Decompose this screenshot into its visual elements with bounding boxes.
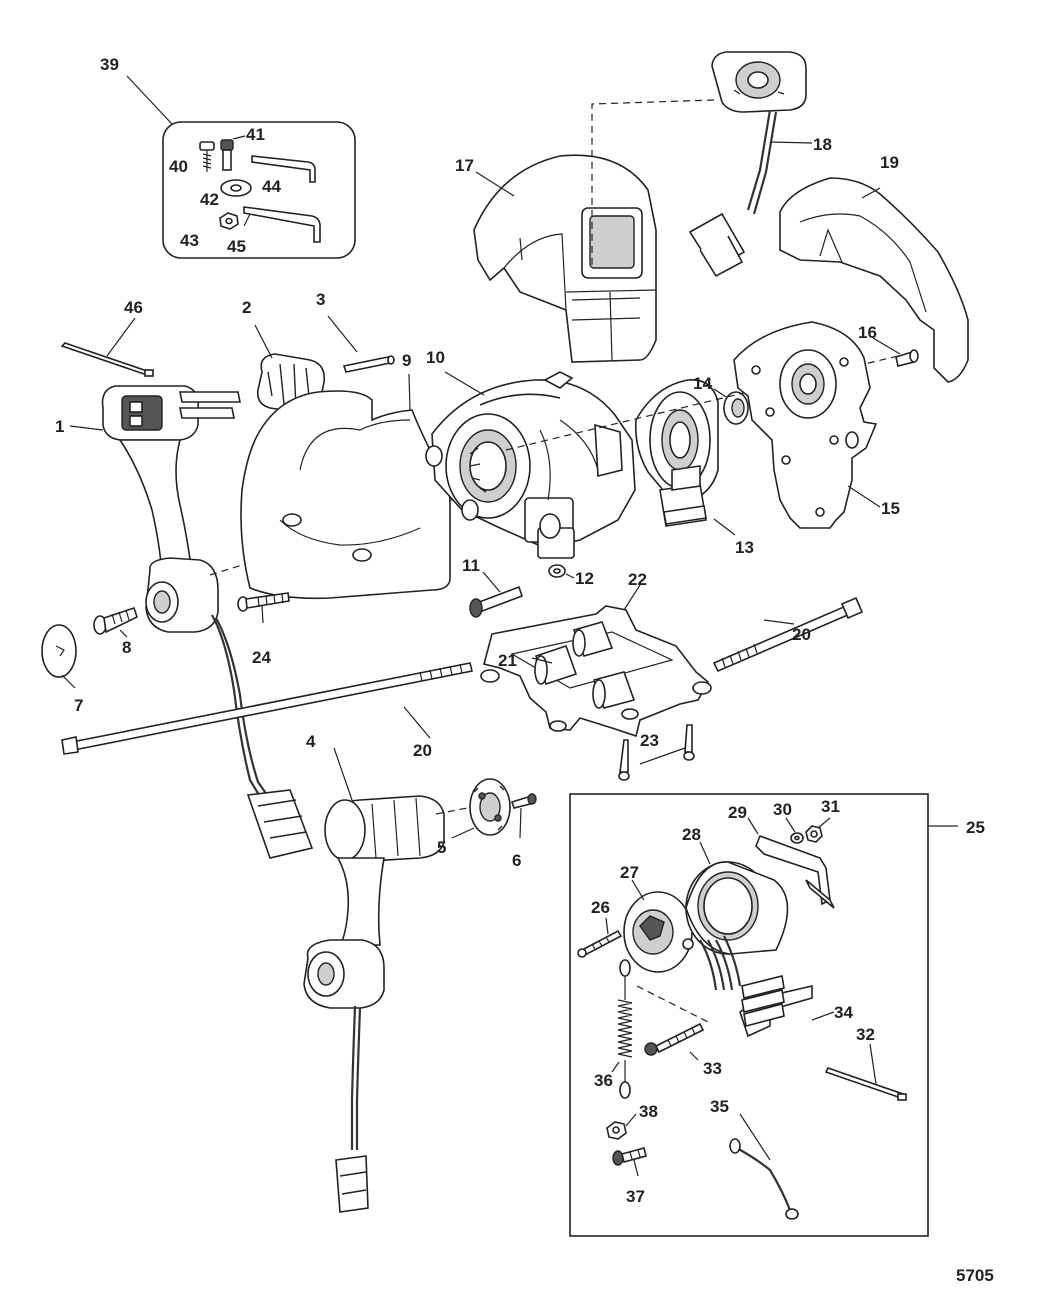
- part-20-long-bolt-left: [61, 662, 473, 755]
- part-18-keypad-harness: [688, 51, 813, 278]
- label-13: 13: [735, 538, 754, 557]
- part-15-mounting-plate: [733, 321, 881, 529]
- callout-labels: 39 40 41 44 42 43 45 46 2 3 1 9 10 17 18…: [55, 55, 994, 1285]
- label-37: 37: [626, 1187, 645, 1206]
- label-20-left: 20: [413, 741, 432, 760]
- part-16-screw: [872, 337, 919, 367]
- part-30-washer: [785, 817, 804, 844]
- label-4: 4: [306, 732, 316, 751]
- part-10-control-mechanism: [425, 371, 636, 559]
- label-16: 16: [858, 323, 877, 342]
- part-42-washer: [220, 179, 252, 197]
- label-39: 39: [100, 55, 119, 74]
- label-25: 25: [966, 818, 985, 837]
- part-13-sensor-housing: [634, 379, 736, 536]
- part-24-screw: [237, 592, 290, 624]
- label-1: 1: [55, 417, 64, 436]
- part-21-sleeve: [531, 621, 636, 709]
- part-38-nut: [606, 1113, 637, 1140]
- label-23: 23: [640, 731, 659, 750]
- label-24: 24: [252, 648, 271, 667]
- label-43: 43: [180, 231, 199, 250]
- label-34: 34: [834, 1003, 853, 1022]
- label-20-right: 20: [792, 625, 811, 644]
- hardware-kit-39: [126, 75, 356, 259]
- part-28-horn-housing: [685, 841, 789, 991]
- part-8-screw: [93, 606, 138, 638]
- part-44-hex-key: [251, 155, 316, 183]
- part-20-long-bolt-right: [712, 596, 864, 673]
- label-9: 9: [402, 351, 411, 370]
- part-19-side-cover: [779, 177, 969, 383]
- label-19: 19: [880, 153, 899, 172]
- part-23-screws: [618, 724, 695, 781]
- part-17-top-cover: [473, 154, 657, 363]
- label-30: 30: [773, 800, 792, 819]
- part-32-cable-tie: [824, 1043, 907, 1101]
- label-38: 38: [639, 1102, 658, 1121]
- part-45-hex-key: [243, 206, 321, 243]
- part-7-decal: [41, 624, 77, 689]
- part-5-detent-cam: [451, 778, 511, 839]
- label-31: 31: [821, 797, 840, 816]
- label-33: 33: [703, 1059, 722, 1078]
- label-28: 28: [682, 825, 701, 844]
- part-33-screw: [644, 1022, 705, 1061]
- label-14: 14: [693, 374, 712, 393]
- label-5: 5: [437, 838, 446, 857]
- label-8: 8: [122, 638, 131, 657]
- part-34-bracket: [739, 975, 835, 1038]
- part-36-spring: [611, 959, 633, 1099]
- label-17: 17: [455, 156, 474, 175]
- label-29: 29: [728, 803, 747, 822]
- label-44: 44: [262, 177, 281, 196]
- label-36: 36: [594, 1071, 613, 1090]
- part-46-cable-tie: [60, 317, 154, 377]
- label-46: 46: [124, 298, 143, 317]
- label-10: 10: [426, 348, 445, 367]
- part-37-screw: [612, 1147, 647, 1177]
- part-35-ground-wire: [729, 1113, 799, 1220]
- part-4-control-handle: [303, 747, 445, 1213]
- part-26-screw: [577, 917, 623, 958]
- label-27: 27: [620, 863, 639, 882]
- part-22-base-bracket: [480, 584, 712, 738]
- part-1-control-handle: [69, 385, 314, 859]
- part-12-washer: [548, 564, 575, 579]
- label-12: 12: [575, 569, 594, 588]
- label-15: 15: [881, 499, 900, 518]
- kit-25-frame: [569, 793, 929, 1237]
- part-14-bushing: [713, 388, 749, 425]
- label-2: 2: [242, 298, 251, 317]
- part-29-mounting-bracket: [747, 817, 835, 909]
- part-6-screw: [510, 793, 537, 839]
- label-6: 6: [512, 851, 521, 870]
- part-31-nut: [805, 817, 831, 843]
- part-41-socket-screw: [220, 135, 246, 171]
- label-26: 26: [591, 898, 610, 917]
- label-42: 42: [200, 190, 219, 209]
- label-22: 22: [628, 570, 647, 589]
- label-11: 11: [462, 556, 480, 575]
- label-35: 35: [710, 1097, 729, 1116]
- label-41: 41: [246, 125, 265, 144]
- part-40-screw: [199, 141, 215, 172]
- label-45: 45: [227, 237, 246, 256]
- part-3-pin: [327, 315, 395, 373]
- part-43-nut: [219, 212, 239, 230]
- part-11-bolt: [469, 571, 524, 618]
- label-3: 3: [316, 290, 325, 309]
- label-32: 32: [856, 1025, 875, 1044]
- label-18: 18: [813, 135, 832, 154]
- label-21: 21: [498, 651, 517, 670]
- figure-number: 5705: [956, 1266, 994, 1285]
- label-40: 40: [169, 157, 188, 176]
- label-7: 7: [74, 696, 83, 715]
- part-27-horn-mount: [623, 879, 694, 973]
